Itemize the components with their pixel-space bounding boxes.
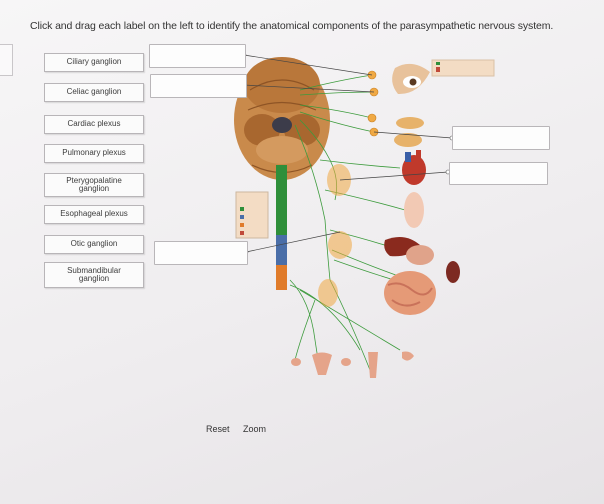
intestines-illustration bbox=[384, 271, 436, 315]
label-cardiac-plexus[interactable]: Cardiac plexus bbox=[44, 115, 144, 134]
ganglia bbox=[318, 164, 352, 307]
label-celiac-ganglion[interactable]: Celiac ganglion bbox=[44, 83, 144, 102]
label-pulmonary-plexus[interactable]: Pulmonary plexus bbox=[44, 144, 144, 163]
label-otic-ganglion[interactable]: Otic ganglion bbox=[44, 235, 144, 254]
legend-panel bbox=[235, 191, 269, 239]
spine-thoracic-segment bbox=[276, 235, 287, 265]
label-pterygopalatine-ganglion[interactable]: Pterygopalatine ganglion bbox=[44, 173, 144, 197]
drop-zone-4[interactable] bbox=[449, 162, 548, 185]
lung-illustration bbox=[404, 192, 424, 228]
legend-top-right bbox=[431, 59, 495, 77]
left-edge-frame bbox=[0, 44, 13, 76]
pelvic-organs-illustration bbox=[291, 351, 414, 378]
drop-zone-1[interactable] bbox=[149, 44, 246, 68]
label-esophageal-plexus[interactable]: Esophageal plexus bbox=[44, 205, 144, 224]
heart-illustration bbox=[402, 150, 426, 185]
reset-button[interactable]: Reset bbox=[206, 424, 230, 434]
drop-zone-3[interactable] bbox=[452, 126, 550, 150]
salivary-gland bbox=[394, 133, 422, 147]
kidney-illustration bbox=[446, 261, 460, 283]
drop-zone-5[interactable] bbox=[154, 241, 248, 265]
eye-illustration bbox=[392, 63, 430, 95]
lacrimal-gland bbox=[396, 117, 424, 129]
drop-zone-2[interactable] bbox=[150, 74, 247, 98]
label-submandibular-ganglion[interactable]: Submandibular ganglion bbox=[44, 262, 144, 288]
brain-illustration bbox=[234, 57, 330, 180]
leader-lines bbox=[243, 54, 453, 253]
label-ciliary-ganglion[interactable]: Ciliary ganglion bbox=[44, 53, 144, 72]
instruction-text: Click and drag each label on the left to… bbox=[30, 20, 554, 32]
spine-lumbar-segment bbox=[276, 265, 287, 290]
stomach-illustration bbox=[406, 245, 434, 265]
zoom-button[interactable]: Zoom bbox=[243, 424, 267, 434]
spine-cervical-segment bbox=[276, 165, 287, 235]
